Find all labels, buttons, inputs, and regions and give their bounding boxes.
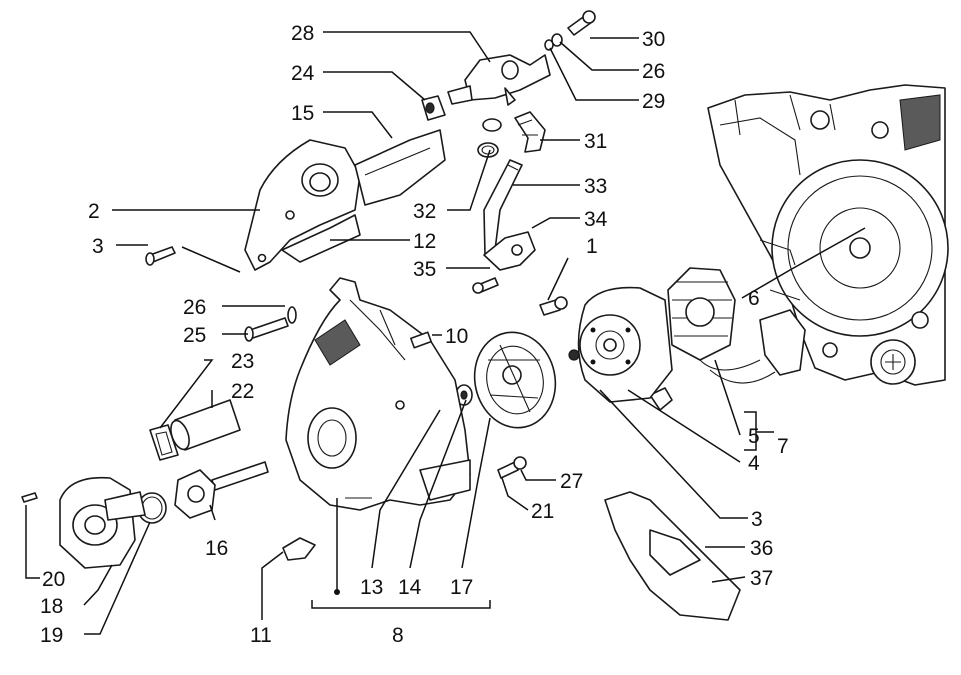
callout-15: 15 — [291, 102, 314, 125]
callout-17: 17 — [450, 576, 473, 599]
flywheel-screw — [539, 296, 568, 316]
callout-20: 20 — [42, 568, 65, 591]
callout-12: 12 — [413, 230, 436, 253]
callout-35: 35 — [413, 258, 436, 281]
shroud-seal-15 — [354, 129, 446, 206]
callout-28: 28 — [291, 22, 314, 45]
callout-36: 36 — [750, 537, 773, 560]
callout-labels: 28 24 15 2 3 30 26 29 31 33 32 34 12 35 … — [40, 22, 789, 647]
callout-19: 19 — [40, 624, 63, 647]
callout-11: 11 — [250, 624, 272, 647]
shroud-2 — [244, 139, 361, 271]
callout-26-cover: 26 — [183, 296, 206, 319]
callout-27: 27 — [560, 470, 583, 493]
duct-36-37 — [604, 491, 741, 621]
callout-16: 16 — [205, 537, 228, 560]
callout-33: 33 — [584, 175, 607, 198]
callout-5: 5 — [748, 425, 760, 448]
valve-screw-30 — [544, 10, 596, 51]
clip-11 — [282, 537, 316, 561]
callout-10: 10 — [445, 325, 468, 348]
callout-6: 6 — [748, 287, 760, 310]
callout-37: 37 — [750, 567, 773, 590]
callout-13: 13 — [360, 576, 383, 599]
callout-8: 8 — [392, 624, 404, 647]
callout-30: 30 — [642, 28, 665, 51]
bracket-screw-35 — [472, 277, 499, 294]
callout-1: 1 — [586, 235, 598, 258]
fan-screw-21-27 — [497, 456, 527, 479]
pump-gasket-23 — [149, 424, 179, 461]
thermostat-valve-28 — [447, 54, 551, 106]
pipe-bracket-34 — [483, 231, 536, 271]
callout-7: 7 — [777, 435, 789, 458]
shroud-seal-12 — [281, 214, 361, 263]
callout-3-flywheel: 3 — [751, 508, 763, 531]
stator-assembly — [649, 267, 806, 411]
callout-23: 23 — [231, 350, 254, 373]
callout-18: 18 — [40, 595, 63, 618]
flywheel-rotor — [568, 286, 673, 403]
callout-25: 25 — [183, 324, 206, 347]
callout-29: 29 — [642, 90, 665, 113]
spacer-24 — [421, 95, 446, 121]
callout-4: 4 — [748, 452, 760, 475]
callout-32: 32 — [413, 200, 436, 223]
impeller-shaft-16 — [174, 461, 269, 519]
callout-2: 2 — [88, 200, 100, 223]
pump-housing-18 — [59, 476, 146, 569]
cooling-fan — [473, 331, 557, 429]
callout-34: 34 — [584, 208, 608, 231]
pump-sleeve-22 — [170, 399, 241, 451]
callout-14: 14 — [398, 576, 422, 599]
pipe-elbow-31 — [514, 111, 546, 153]
callout-22: 22 — [231, 380, 254, 403]
leader-lines — [25, 31, 866, 635]
callout-26-valve: 26 — [642, 60, 665, 83]
cover-pin-10 — [410, 331, 432, 349]
callout-24: 24 — [291, 62, 315, 85]
shroud-screw-3 — [145, 246, 176, 266]
callout-31: 31 — [584, 130, 607, 153]
cover-bolt-25-26 — [244, 306, 297, 342]
fan-cover — [285, 277, 471, 511]
callout-3-shroud: 3 — [92, 235, 104, 258]
engine-crankcase — [707, 84, 949, 386]
callout-21: 21 — [531, 500, 554, 523]
pump-screw-20 — [21, 492, 38, 503]
